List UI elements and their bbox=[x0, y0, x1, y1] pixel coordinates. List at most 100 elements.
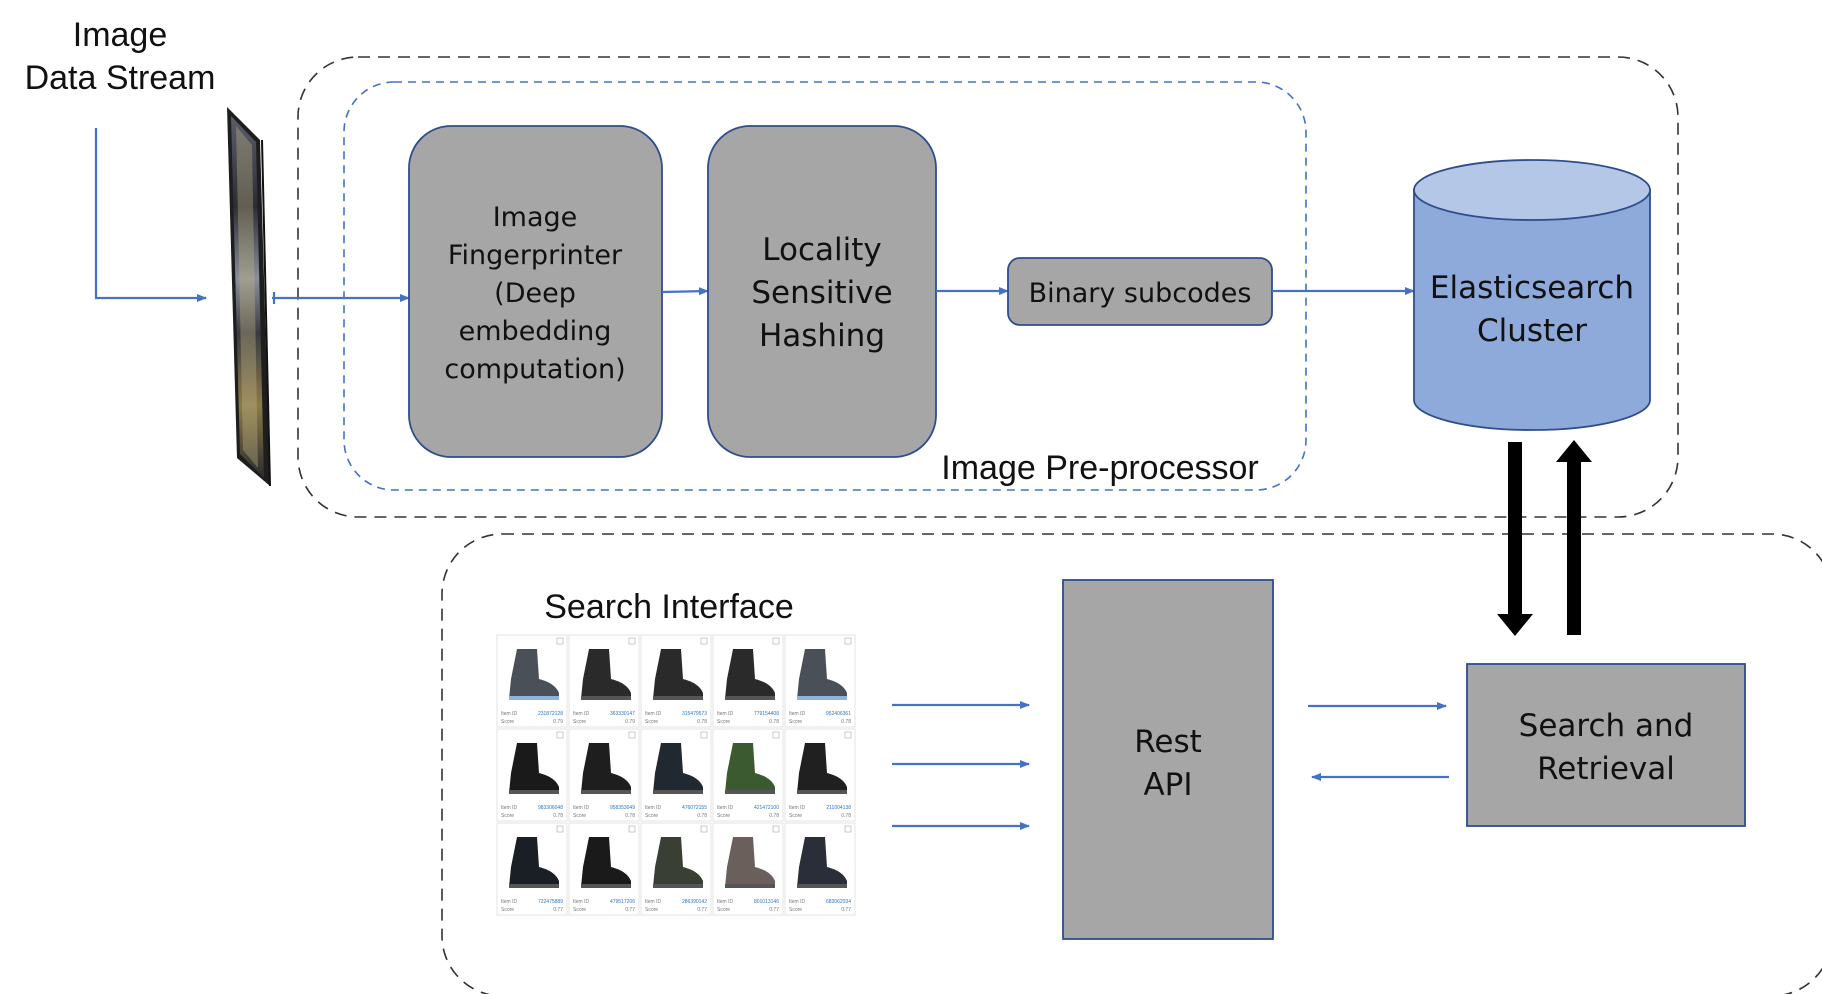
elasticsearch-query-down-arrow bbox=[1497, 442, 1533, 636]
result-checkbox[interactable] bbox=[700, 825, 708, 833]
fingerprinter-line-3: (Deep bbox=[494, 278, 576, 309]
boot-thumbnail bbox=[797, 743, 847, 793]
item-id-value[interactable]: 952406361 bbox=[826, 711, 851, 717]
boot-thumbnail bbox=[797, 837, 847, 887]
item-id-value[interactable]: 801013146 bbox=[754, 899, 779, 905]
item-id-label: Item ID bbox=[501, 711, 518, 717]
item-id-label: Item ID bbox=[645, 805, 662, 811]
score-value: 0.77 bbox=[553, 907, 563, 913]
result-checkbox[interactable] bbox=[556, 637, 564, 645]
result-checkbox[interactable] bbox=[772, 637, 780, 645]
score-value: 0.78 bbox=[841, 813, 851, 819]
boot-thumbnail bbox=[653, 649, 703, 699]
boot-thumbnail bbox=[653, 837, 703, 887]
result-checkbox[interactable] bbox=[556, 731, 564, 739]
item-id-value[interactable]: 211004138 bbox=[826, 805, 851, 811]
rest-api-line-2: API bbox=[1143, 767, 1192, 803]
boot-thumbnail bbox=[509, 837, 559, 887]
item-id-value[interactable]: 683062034 bbox=[826, 899, 851, 905]
score-label: Score bbox=[645, 813, 658, 819]
item-id-value[interactable]: 476072155 bbox=[682, 805, 707, 811]
item-id-value[interactable]: 479517206 bbox=[610, 899, 635, 905]
elasticsearch-line-2: Cluster bbox=[1477, 313, 1587, 349]
boot-thumbnail bbox=[797, 649, 847, 699]
fingerprinter-line-5: computation) bbox=[444, 354, 625, 385]
result-checkbox[interactable] bbox=[772, 731, 780, 739]
score-value: 0.77 bbox=[841, 907, 851, 913]
result-checkbox[interactable] bbox=[844, 731, 852, 739]
item-id-value[interactable]: 421472100 bbox=[754, 805, 779, 811]
boot-thumbnail bbox=[725, 837, 775, 887]
boot-thumbnail bbox=[581, 837, 631, 887]
result-checkbox[interactable] bbox=[628, 825, 636, 833]
score-value: 0.77 bbox=[697, 907, 707, 913]
boot-thumbnail bbox=[725, 743, 775, 793]
result-checkbox[interactable] bbox=[772, 825, 780, 833]
item-id-label: Item ID bbox=[573, 899, 590, 905]
item-id-value[interactable]: 722475889 bbox=[538, 899, 563, 905]
lsh-line-2: Sensitive bbox=[751, 275, 892, 311]
elasticsearch-cylinder bbox=[1413, 159, 1651, 431]
score-label: Score bbox=[789, 907, 802, 913]
item-id-label: Item ID bbox=[789, 899, 806, 905]
score-label: Score bbox=[717, 813, 730, 819]
result-checkbox[interactable] bbox=[556, 825, 564, 833]
search-retrieval-line-1: Search and bbox=[1519, 708, 1694, 744]
image-stream-icon bbox=[227, 107, 271, 487]
result-checkbox[interactable] bbox=[700, 637, 708, 645]
result-checkbox[interactable] bbox=[628, 637, 636, 645]
fingerprinter-line-2: Fingerprinter bbox=[448, 240, 623, 271]
score-label: Score bbox=[645, 719, 658, 725]
search-interface-title: Search Interface bbox=[544, 588, 793, 626]
rest-api-line-1: Rest bbox=[1134, 724, 1202, 760]
item-id-value[interactable]: 286390142 bbox=[682, 899, 707, 905]
result-checkbox[interactable] bbox=[700, 731, 708, 739]
item-id-value[interactable]: 315479573 bbox=[682, 711, 707, 717]
score-value: 0.78 bbox=[841, 719, 851, 725]
score-label: Score bbox=[789, 719, 802, 725]
stream-input-arrow bbox=[94, 128, 207, 302]
item-id-label: Item ID bbox=[789, 711, 806, 717]
item-id-value[interactable]: 983306048 bbox=[538, 805, 563, 811]
result-checkbox[interactable] bbox=[628, 731, 636, 739]
item-id-value[interactable]: 231872128 bbox=[538, 711, 563, 717]
item-id-value[interactable]: 363330147 bbox=[610, 711, 635, 717]
score-label: Score bbox=[573, 813, 586, 819]
lsh-line-1: Locality bbox=[762, 232, 881, 268]
result-checkbox[interactable] bbox=[844, 825, 852, 833]
fingerprinter-to-lsh-arrow bbox=[661, 287, 709, 296]
result-checkbox[interactable] bbox=[844, 637, 852, 645]
item-id-value[interactable]: 779154408 bbox=[754, 711, 779, 717]
score-value: 0.78 bbox=[769, 813, 779, 819]
fingerprinter-line-4: embedding bbox=[459, 316, 612, 347]
subcodes-label: Binary subcodes bbox=[1029, 278, 1252, 309]
item-id-label: Item ID bbox=[717, 805, 734, 811]
score-label: Score bbox=[501, 813, 514, 819]
pipeline-container bbox=[297, 56, 1679, 518]
source-label-line1: Image bbox=[73, 16, 168, 54]
item-id-value[interactable]: 958353049 bbox=[610, 805, 635, 811]
score-value: 0.78 bbox=[697, 813, 707, 819]
score-label: Score bbox=[645, 907, 658, 913]
item-id-label: Item ID bbox=[573, 805, 590, 811]
boot-thumbnail bbox=[581, 649, 631, 699]
preprocessor-container bbox=[343, 81, 1307, 491]
item-id-label: Item ID bbox=[573, 711, 590, 717]
score-label: Score bbox=[789, 813, 802, 819]
